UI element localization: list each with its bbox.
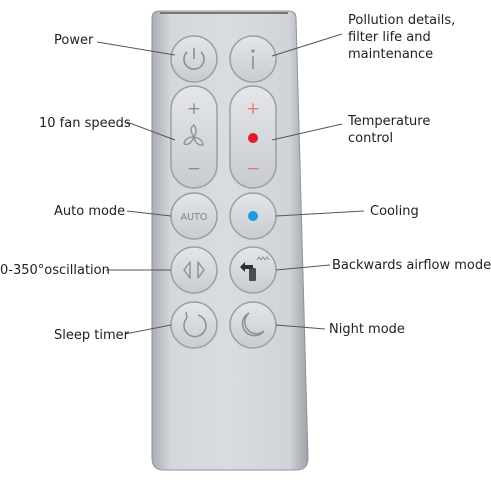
callout-line-pollution — [271, 33, 343, 57]
fan-speed-minus[interactable]: − — [187, 159, 201, 179]
temperature-rocker[interactable]: + − — [229, 85, 277, 189]
callout-line-power — [96, 41, 176, 56]
remote-body — [151, 10, 309, 471]
auto-mode-text: AUTO — [181, 212, 208, 223]
cooling-button[interactable] — [229, 192, 277, 240]
callout-line-cooling — [275, 210, 365, 217]
heat-dot-icon — [248, 133, 258, 143]
label-cooling: Cooling — [370, 204, 419, 219]
backwards-airflow-button[interactable] — [229, 246, 277, 294]
oscillation-icon — [183, 261, 205, 279]
label-temperature-control: Temperature control — [348, 113, 478, 147]
fan-speed-plus[interactable]: + — [187, 99, 201, 119]
label-backwards-airflow: Backwards airflow mode — [332, 258, 491, 273]
backwards-airflow-icon — [240, 256, 270, 281]
night-mode-button[interactable] — [229, 301, 277, 349]
remote-diagram: + − + − AUTO — [96, 10, 365, 471]
info-icon — [251, 49, 255, 69]
label-oscillation: 0-350°oscillation — [0, 263, 110, 278]
auto-mode-button[interactable]: AUTO — [170, 192, 218, 240]
callout-line-temperature — [271, 123, 343, 141]
sleep-timer-icon — [183, 311, 207, 338]
callout-line-auto — [126, 210, 172, 217]
label-sleep-timer: Sleep timer — [54, 328, 129, 343]
callout-line-night — [275, 324, 326, 330]
label-pollution-line-2: filter life and — [348, 30, 431, 45]
callout-line-sleep — [124, 324, 172, 335]
fan-speed-rocker[interactable]: + − — [170, 85, 218, 189]
power-icon — [183, 48, 205, 70]
label-night-mode: Night mode — [329, 322, 405, 337]
callout-lines — [96, 33, 365, 335]
label-pollution-details: Pollution details, filter life and maint… — [348, 12, 478, 63]
callout-line-backwards — [275, 264, 331, 271]
callout-line-fan-speeds — [126, 121, 176, 141]
label-temperature-line-2: control — [348, 131, 394, 146]
label-pollution-line-1: Pollution details, — [348, 13, 456, 28]
power-button[interactable] — [170, 35, 218, 83]
sleep-timer-button[interactable] — [170, 301, 218, 349]
fan-icon — [183, 124, 204, 146]
label-auto-mode: Auto mode — [54, 204, 126, 219]
label-temperature-line-1: Temperature — [348, 114, 431, 129]
info-button[interactable] — [229, 35, 277, 83]
label-pollution-line-3: maintenance — [348, 47, 434, 62]
temperature-plus[interactable]: + — [246, 99, 260, 119]
temperature-minus[interactable]: − — [246, 159, 260, 179]
cool-dot-icon — [248, 211, 258, 221]
moon-icon — [241, 312, 265, 337]
oscillation-button[interactable] — [170, 246, 218, 294]
label-power: Power — [54, 33, 94, 48]
label-fan-speeds: 10 fan speeds — [39, 116, 131, 131]
